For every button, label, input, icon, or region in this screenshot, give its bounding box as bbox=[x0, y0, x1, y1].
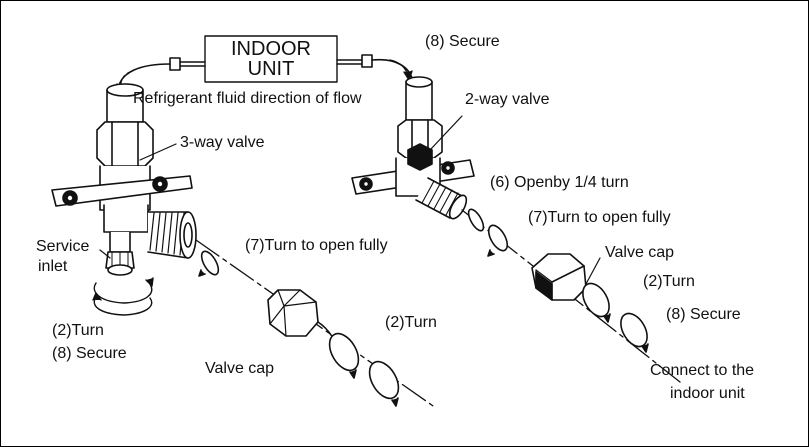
indoor-unit-line1: INDOOR bbox=[231, 38, 311, 60]
service-inlet-turn-arrows bbox=[92, 277, 154, 316]
left-turn-label: (2)Turn bbox=[52, 322, 104, 339]
left-cap-turn-rings bbox=[328, 332, 400, 407]
indoor-unit-line2: UNIT bbox=[247, 58, 295, 80]
three-way-valve-body bbox=[51, 83, 197, 276]
right-turn-label: (2)Turn bbox=[643, 273, 695, 290]
service-inlet-label-2: inlet bbox=[38, 258, 68, 275]
left-valve-cap bbox=[267, 289, 339, 351]
service-inlet-label-1: Service bbox=[36, 238, 90, 255]
three-way-valve-label: 3-way valve bbox=[180, 134, 265, 151]
connect-indoor-label-1: Connect to the bbox=[650, 362, 755, 379]
two-way-leader bbox=[429, 115, 463, 151]
right-cap-label: Valve cap bbox=[605, 244, 675, 261]
service-inlet-leader bbox=[99, 249, 111, 259]
indoor-unit-label: INDOOR UNIT bbox=[205, 39, 337, 79]
left-open-label: (7)Turn to open fully bbox=[245, 237, 388, 254]
left-secure-label: (8) Secure bbox=[52, 345, 127, 362]
two-way-valve-body bbox=[351, 76, 475, 220]
three-way-leader bbox=[139, 143, 177, 161]
left-cap-turn-label: (2)Turn bbox=[385, 314, 437, 331]
left-cap-label: Valve cap bbox=[205, 360, 275, 377]
right-open-ring bbox=[467, 208, 509, 257]
open-quarter-label: (6) Openby 1/4 turn bbox=[490, 174, 629, 191]
right-cap-turn-rings bbox=[582, 282, 649, 353]
indoor-unit-box bbox=[204, 35, 338, 83]
right-open-label: (7)Turn to open fully bbox=[528, 209, 671, 226]
flow-direction-label: Refrigerant fluid direction of flow bbox=[133, 90, 362, 107]
right-valve-cap bbox=[531, 253, 601, 301]
left-open-ring bbox=[198, 250, 220, 277]
connect-indoor-label-2: indoor unit bbox=[670, 385, 745, 402]
two-way-valve-label: 2-way valve bbox=[465, 91, 550, 108]
right-secure-label: (8) Secure bbox=[666, 306, 741, 323]
top-secure-label: (8) Secure bbox=[425, 33, 500, 50]
